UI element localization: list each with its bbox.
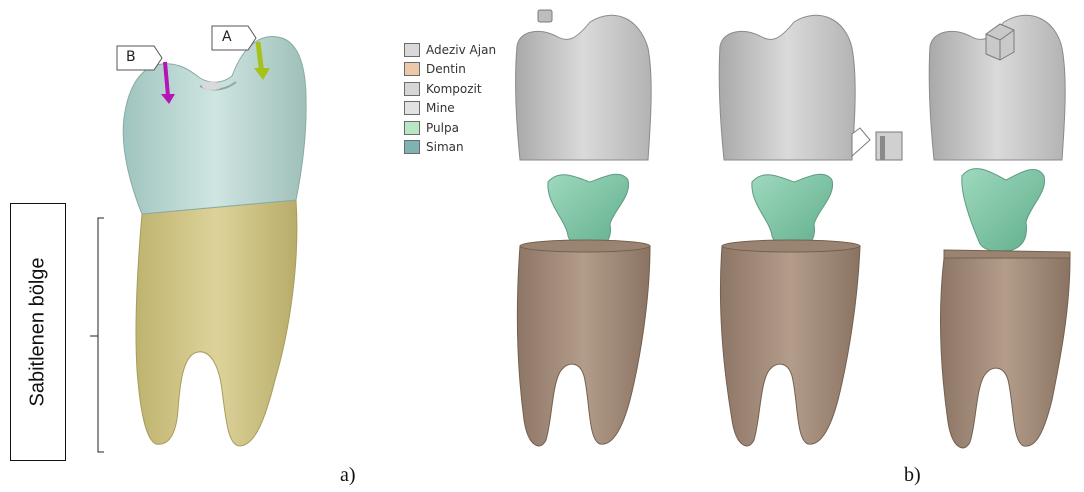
- legend-swatch: [404, 43, 420, 57]
- crown-b2: [719, 15, 855, 160]
- legend-item: Dentin: [404, 60, 496, 79]
- root-b1: [517, 246, 650, 446]
- tooth-model-b2: [719, 15, 902, 446]
- legend-swatch: [404, 82, 420, 96]
- pulp-b2: [752, 174, 833, 248]
- crown-b1: [516, 15, 652, 160]
- legend-swatch: [404, 62, 420, 76]
- legend-label: Mine: [426, 101, 455, 115]
- fixed-region-bracket: [90, 218, 104, 452]
- tooth-model-a: [90, 26, 306, 452]
- pulp-b3: [962, 169, 1045, 252]
- material-legend: Adeziv Ajan Dentin Kompozit Mine Pulpa S…: [404, 40, 496, 157]
- load-point-a-label: A: [222, 29, 232, 45]
- root-b2: [720, 246, 860, 446]
- legend-item: Adeziv Ajan: [404, 40, 496, 59]
- legend-item: Siman: [404, 138, 496, 157]
- legend-label: Pulpa: [426, 121, 459, 135]
- legend-swatch: [404, 121, 420, 135]
- legend-swatch: [404, 140, 420, 154]
- legend-item: Mine: [404, 99, 496, 118]
- legend-label: Kompozit: [426, 82, 482, 96]
- pulp-b1: [548, 174, 629, 248]
- legend-swatch: [404, 101, 420, 115]
- legend-label: Siman: [426, 140, 464, 154]
- legend-label: Adeziv Ajan: [426, 43, 496, 57]
- panel-a-label: a): [340, 464, 356, 487]
- root-b3: [941, 258, 1070, 448]
- tooth-model-b3: [929, 15, 1070, 448]
- legend-item: Pulpa: [404, 118, 496, 137]
- load-point-b-label: B: [126, 49, 136, 65]
- panel-b-label: b): [904, 464, 921, 487]
- legend-item: Kompozit: [404, 79, 496, 98]
- legend-label: Dentin: [426, 62, 466, 76]
- tooth-model-b1: [516, 10, 652, 446]
- root-a: [136, 200, 297, 446]
